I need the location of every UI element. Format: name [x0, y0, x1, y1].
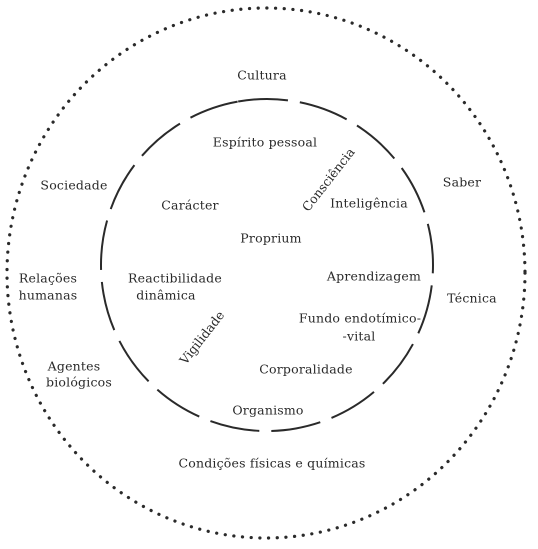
label-cultura: Cultura — [237, 67, 287, 83]
label-proprium: Proprium — [240, 230, 302, 246]
outer-dotted-circle — [5, 6, 527, 540]
label-tecnica: Técnica — [447, 290, 497, 306]
label-organismo: Organismo — [232, 402, 304, 418]
label-relacoes-humanas-line1: Relações — [18, 270, 78, 286]
label-agentes-biologicos-line2: biológicos — [46, 374, 112, 390]
label-fundo-endotimico-line1: Fundo endotímico- — [298, 310, 422, 326]
label-reactibilidade-line1: Reactibilidade — [128, 270, 222, 286]
label-saber: Saber — [442, 174, 482, 190]
label-fundo-endotimico-line2: -vital — [342, 328, 376, 344]
inner-dashed-circle — [100, 97, 434, 432]
label-corporalidade: Corporalidade — [259, 361, 353, 377]
label-reactibilidade-line2: dinâmica — [136, 287, 196, 303]
label-sociedade: Sociedade — [40, 177, 108, 193]
label-agentes-biologicos-line1: Agentes — [47, 358, 101, 374]
label-caracter: Carácter — [161, 197, 219, 213]
label-aprendizagem: Aprendizagem — [326, 268, 422, 284]
label-inteligencia: Inteligência — [330, 195, 408, 211]
label-espirito-pessoal: Espírito pessoal — [212, 134, 318, 150]
label-condicoes-fisicas-quimicas: Condições físicas e químicas — [178, 455, 366, 471]
label-relacoes-humanas-line2: humanas — [18, 287, 78, 303]
